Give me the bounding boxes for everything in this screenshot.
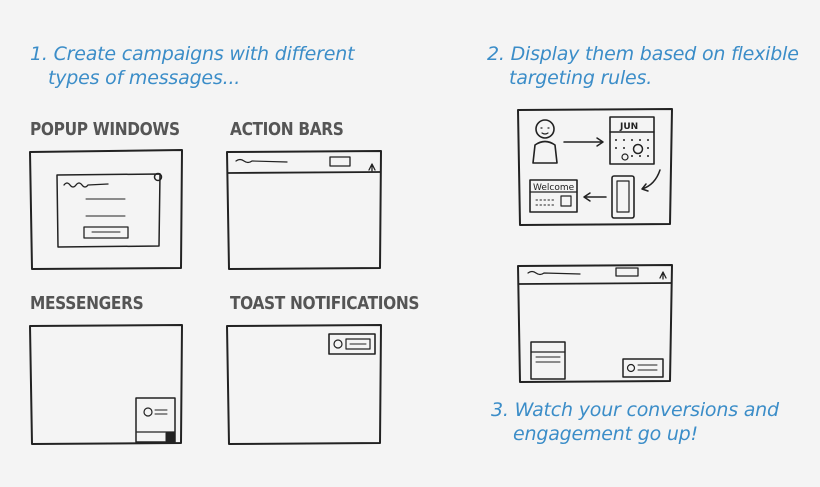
welcome-card-icon: Welcome <box>529 179 578 213</box>
messenger-browser-frame <box>29 324 183 445</box>
action-bar-browser-frame <box>226 150 382 270</box>
step-3-line-1: 3. Watch your conversions and <box>491 399 779 421</box>
action-bar-sketch <box>226 150 382 270</box>
result-toast-widget <box>622 358 664 378</box>
targeting-rules-sketch: JUN Welcome <box>517 108 673 226</box>
popup-windows-label: POPUP WINDOWS <box>30 120 180 140</box>
popup-submit-button <box>83 226 129 239</box>
messenger-sketch <box>29 324 183 445</box>
toast-notifications-label: TOAST NOTIFICATIONS <box>230 294 420 314</box>
popup-browser-frame <box>29 149 183 270</box>
scroll-up-icon <box>368 163 376 172</box>
step-3-line-2: engagement go up! <box>513 423 698 445</box>
step-1-line-1: 1. Create campaigns with different <box>30 43 355 65</box>
result-browser-sketch <box>517 264 673 383</box>
toast-sketch <box>226 324 382 445</box>
calendar-month: JUN <box>619 122 638 132</box>
person-icon <box>532 119 558 164</box>
step-1-line-2: types of messages... <box>48 67 241 89</box>
phone-icon <box>611 175 635 219</box>
step-1-heading: 1. Create campaigns with different types… <box>30 42 355 90</box>
action-bars-label: ACTION BARS <box>230 120 344 140</box>
result-browser-frame <box>517 264 673 383</box>
welcome-card-title: Welcome <box>533 183 575 193</box>
toast-widget <box>328 333 376 355</box>
messenger-widget <box>135 397 176 443</box>
popup-window-sketch <box>29 149 183 270</box>
toast-browser-frame <box>226 324 382 445</box>
messengers-label: MESSENGERS <box>30 294 144 314</box>
action-bar-line <box>227 171 381 174</box>
step-2-heading: 2. Display them based on flexible target… <box>487 42 799 90</box>
arrow-icon <box>563 137 604 147</box>
step-2-line-1: 2. Display them based on flexible <box>487 43 799 65</box>
calendar-icon: JUN <box>609 116 655 165</box>
popup-modal-box <box>56 173 161 248</box>
action-bar-button <box>329 156 351 167</box>
result-messenger-widget <box>530 341 566 380</box>
action-bar-text-scribble <box>235 158 288 164</box>
step-2-line-2: targeting rules. <box>509 67 653 89</box>
close-icon <box>153 172 163 182</box>
targeting-frame <box>517 108 673 226</box>
step-3-heading: 3. Watch your conversions and engagement… <box>491 398 779 446</box>
popup-title-scribble <box>63 182 109 188</box>
